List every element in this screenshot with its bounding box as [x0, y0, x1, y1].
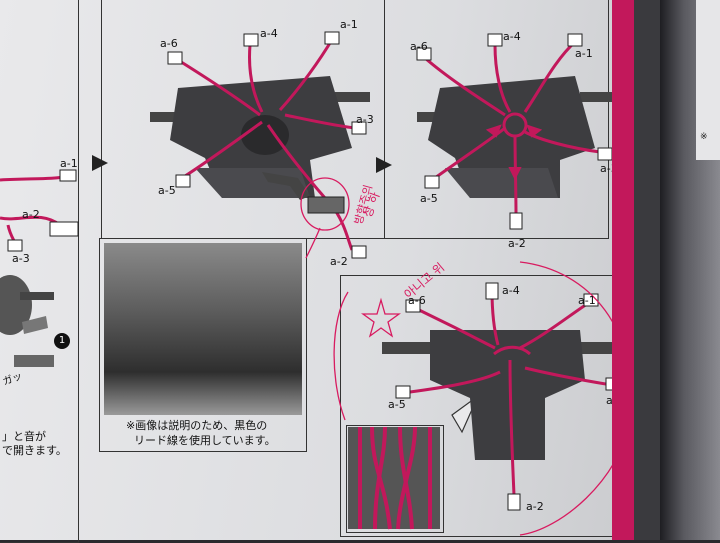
left-caption-line2: で開きます。 [2, 444, 67, 457]
label-right-a1: a-1 [575, 47, 593, 60]
middle-part [150, 31, 370, 259]
step-number: 1 [58, 335, 66, 346]
photo-note-line1: ※画像は説明のため、黒色の [126, 419, 268, 432]
label-left-a2: a-2 [22, 208, 40, 221]
label-mid-a1: a-1 [340, 18, 358, 31]
label-mid-a4: a-4 [260, 27, 278, 40]
photo-note-line2: リード線を使用しています。 [134, 434, 276, 447]
label-detail-a1: a-1 [578, 294, 596, 307]
step-number-badge: 1 [54, 333, 70, 349]
frame-detail-inset [346, 425, 444, 533]
page-gap [634, 0, 660, 540]
left-part [0, 169, 79, 367]
next-page-strip: ※ [696, 0, 720, 160]
frame-right-step [383, 0, 609, 239]
detail-part [382, 282, 622, 511]
step-arrow-1 [92, 155, 108, 171]
right-part [416, 33, 613, 230]
step-arrow-2 [376, 157, 392, 173]
inset-wires [348, 426, 440, 530]
instruction-sheet: ※画像は説明のため、黒色の リード線を使用しています。 」と音が で開きます。 [0, 0, 660, 540]
left-caption-line1: 」と音が [2, 430, 46, 443]
frame-photo [99, 238, 307, 452]
label-detail-a4: a-4 [502, 284, 520, 297]
next-page-edge: ※ [660, 0, 720, 540]
page-pink-edge [612, 0, 634, 540]
label-detail-a6: a-6 [408, 294, 426, 307]
label-detail-a5: a-5 [388, 398, 406, 411]
label-detail-a2: a-2 [526, 500, 544, 513]
label-mid-a5: a-5 [158, 184, 176, 197]
label-left-a1: a-1 [60, 157, 78, 170]
label-mid-a3: a-3 [356, 113, 374, 126]
label-mid-a2: a-2 [330, 255, 348, 268]
reference-photo [104, 243, 302, 415]
assembly-drawings [0, 31, 632, 536]
label-right-a4: a-4 [503, 30, 521, 43]
label-left-a3: a-3 [12, 252, 30, 265]
next-page-text: ※ [700, 132, 708, 142]
label-right-a2: a-2 [508, 237, 526, 250]
label-right-a6: a-6 [410, 40, 428, 53]
label-right-a5: a-5 [420, 192, 438, 205]
label-mid-a6: a-6 [160, 37, 178, 50]
